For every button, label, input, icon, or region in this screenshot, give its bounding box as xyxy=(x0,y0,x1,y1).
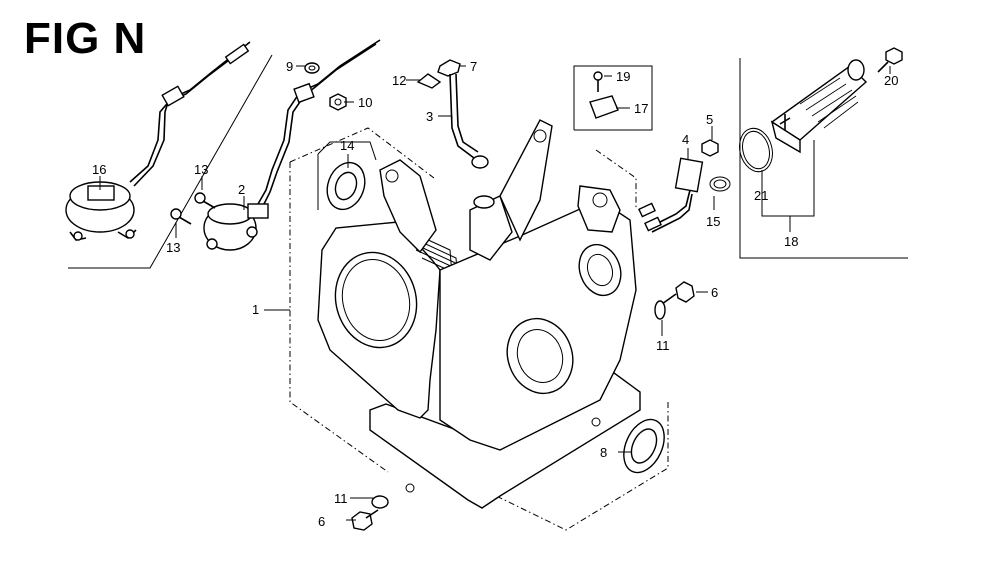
callout-c20: 20 xyxy=(884,73,898,88)
part-21-o-ring xyxy=(739,127,773,173)
part-5-bolt xyxy=(701,139,719,157)
part-18-oil-filler xyxy=(770,59,868,154)
callout-c15: 15 xyxy=(706,214,720,229)
callout-c21: 21 xyxy=(754,188,768,203)
callout-c6b: 6 xyxy=(318,514,325,529)
callout-c11a: 11 xyxy=(656,338,670,353)
callout-c14: 14 xyxy=(340,138,354,153)
section-frame-main-dashed xyxy=(289,127,669,531)
callout-c11b: 11 xyxy=(334,491,348,506)
part-16-assembly xyxy=(65,41,251,241)
callout-c2: 2 xyxy=(238,182,245,197)
callout-c3: 3 xyxy=(426,109,433,124)
callout-c10: 10 xyxy=(358,95,372,110)
callout-c17: 17 xyxy=(634,101,648,116)
part-17-plate xyxy=(589,95,619,119)
part-20-bolt xyxy=(877,47,903,73)
callout-c18: 18 xyxy=(784,234,798,249)
callout-c19: 19 xyxy=(616,69,630,84)
part-15-clamp xyxy=(709,176,731,192)
callout-c13a: 13 xyxy=(194,162,208,177)
callout-c5: 5 xyxy=(706,112,713,127)
part-13-bolts xyxy=(170,192,216,225)
figure-title: FIG N xyxy=(24,14,147,63)
part-12-clip xyxy=(416,73,442,89)
callout-c13b: 13 xyxy=(166,240,180,255)
callout-c7: 7 xyxy=(470,59,477,74)
callout-c12: 12 xyxy=(392,73,406,88)
part-6-bolt-right xyxy=(661,281,695,305)
part-6-bolt-bottom xyxy=(351,509,379,531)
section-frame-right xyxy=(739,58,908,259)
part-11-washer-bottom xyxy=(371,495,389,509)
part-19-bolt xyxy=(593,71,603,92)
part-14-oil-seal xyxy=(317,141,377,211)
callout-c8: 8 xyxy=(600,445,607,460)
part-9-washer xyxy=(304,62,320,74)
section-frame-top-left xyxy=(68,54,273,269)
part-2-solenoid xyxy=(203,39,381,251)
callout-c1: 1 xyxy=(252,302,259,317)
callout-c4: 4 xyxy=(682,132,689,147)
part-3-shaft xyxy=(449,73,489,169)
callout-c9: 9 xyxy=(286,59,293,74)
callout-c6a: 6 xyxy=(711,285,718,300)
leader-lines xyxy=(99,65,891,521)
part-7-washer xyxy=(437,59,461,77)
part-1-cylinder-block xyxy=(317,119,641,509)
part-11-washer-right xyxy=(654,300,666,320)
part-10-nut xyxy=(329,93,347,111)
part-4-sensor xyxy=(638,157,704,233)
section-frame-item17 xyxy=(573,65,653,131)
callout-c16: 16 xyxy=(92,162,106,177)
part-8-oil-seal xyxy=(623,418,665,474)
